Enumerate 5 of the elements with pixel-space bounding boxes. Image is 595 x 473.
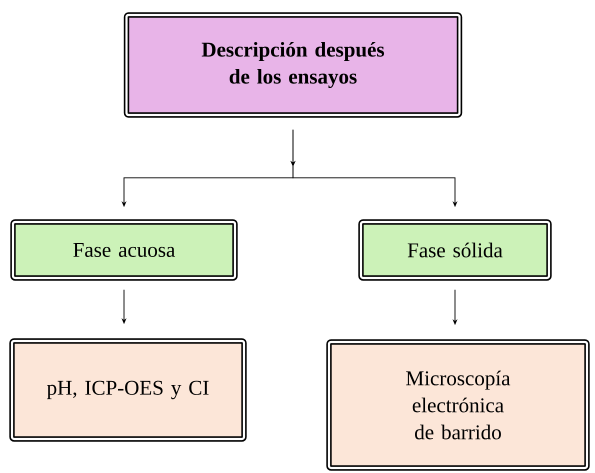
result-box: Microscopía electrónica de barrido	[326, 339, 590, 471]
category-box: Fase sólida	[358, 219, 552, 281]
heading-box: Descripción después de los ensayos	[124, 12, 462, 118]
result-box: pH, ICP-OES y CI	[9, 338, 247, 442]
category-box: Fase acuosa	[10, 219, 238, 281]
